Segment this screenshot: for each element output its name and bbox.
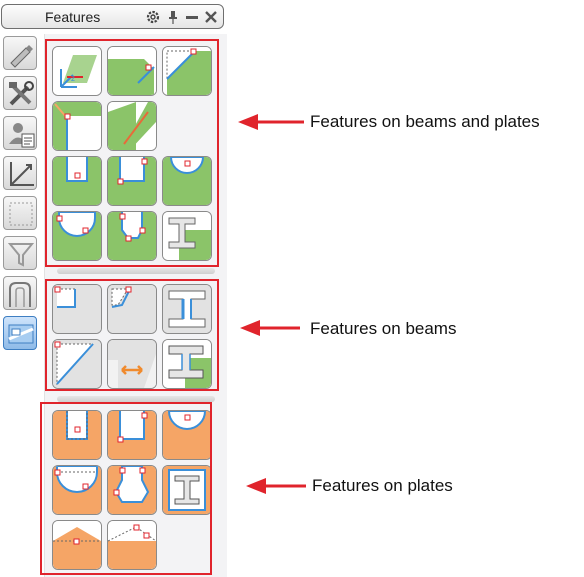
tile-plate-arc-notch[interactable] — [52, 465, 102, 515]
tile-rect-notch[interactable] — [52, 156, 102, 206]
group-frame-beams-and-plates — [45, 39, 219, 267]
tile-beam-section-cut[interactable] — [162, 284, 212, 334]
tile-corner-chamfer[interactable] — [162, 46, 212, 96]
tile-corner-cut[interactable] — [107, 46, 157, 96]
tile-beam-bevel[interactable] — [52, 339, 102, 389]
arrow-icon — [238, 114, 304, 130]
tile-coordinate-plane[interactable]: z — [52, 46, 102, 96]
tile-plate-polygon-cut[interactable] — [107, 465, 157, 515]
minimize-icon[interactable] — [184, 9, 200, 25]
features-panel: Features — [0, 0, 227, 577]
features-content: z — [44, 34, 227, 577]
annotation-beams-and-plates: Features on beams and plates — [310, 112, 540, 131]
tile-rect-notch-rounded[interactable] — [107, 156, 157, 206]
tile-beam-corner-notch[interactable] — [52, 284, 102, 334]
group-divider — [57, 268, 215, 274]
sidebar-item-dashed-rectangle[interactable] — [3, 196, 37, 230]
tile-beam-profile-fit[interactable] — [162, 339, 212, 389]
group-frame-plates — [40, 402, 212, 575]
annotation-beams: Features on beams — [310, 319, 457, 338]
arrow-icon — [240, 320, 300, 336]
tile-plate-gable[interactable] — [52, 520, 102, 570]
sidebar-item-funnel[interactable] — [3, 236, 37, 270]
dashed-rectangle-icon — [9, 202, 33, 226]
panel-title: Features — [45, 9, 101, 25]
tile-beam-cut-corner[interactable] — [52, 101, 102, 151]
sidebar-item-features[interactable] — [3, 316, 37, 350]
pencil-icon — [10, 45, 33, 68]
funnel-icon — [7, 243, 35, 267]
tile-plate-rect-notch[interactable] — [52, 410, 102, 460]
tile-plate-corner-cut[interactable] — [107, 520, 157, 570]
tile-plate-rounded-notch[interactable] — [107, 410, 157, 460]
pin-icon[interactable] — [165, 9, 181, 25]
profile-bend-icon — [9, 282, 31, 307]
gear-icon[interactable] — [145, 9, 161, 25]
tile-rounded-notch[interactable] — [52, 211, 102, 261]
group-frame-beams — [45, 279, 219, 391]
arrow-icon — [246, 478, 306, 494]
tools-icon — [9, 81, 34, 106]
close-icon[interactable] — [203, 9, 219, 25]
tile-plate-profile-opening[interactable] — [162, 465, 212, 515]
axis-icon — [10, 162, 34, 186]
annotation-plates: Features on plates — [312, 476, 453, 495]
group-divider — [57, 396, 215, 402]
sidebar-item-user-properties[interactable] — [3, 116, 37, 150]
panel-title-bar: Features — [1, 4, 224, 29]
sidebar-item-pencil[interactable] — [3, 36, 37, 70]
sidebar-item-axis[interactable] — [3, 156, 37, 190]
user-properties-icon — [9, 123, 35, 148]
sidebar-item-tools[interactable] — [3, 76, 37, 110]
tile-polygon-notch[interactable] — [107, 211, 157, 261]
features-icon — [8, 324, 34, 344]
tile-beam-length-adjust[interactable] — [107, 339, 157, 389]
tile-beam-angle-notch[interactable] — [107, 284, 157, 334]
sidebar-item-profile-bend[interactable] — [3, 276, 37, 310]
tile-plate-semicircle-notch[interactable] — [162, 410, 212, 460]
tile-beam-slanted-cut[interactable] — [107, 101, 157, 151]
tile-profile-cut[interactable] — [162, 211, 212, 261]
svg-text:z: z — [71, 74, 75, 83]
tile-semicircle-notch[interactable] — [162, 156, 212, 206]
